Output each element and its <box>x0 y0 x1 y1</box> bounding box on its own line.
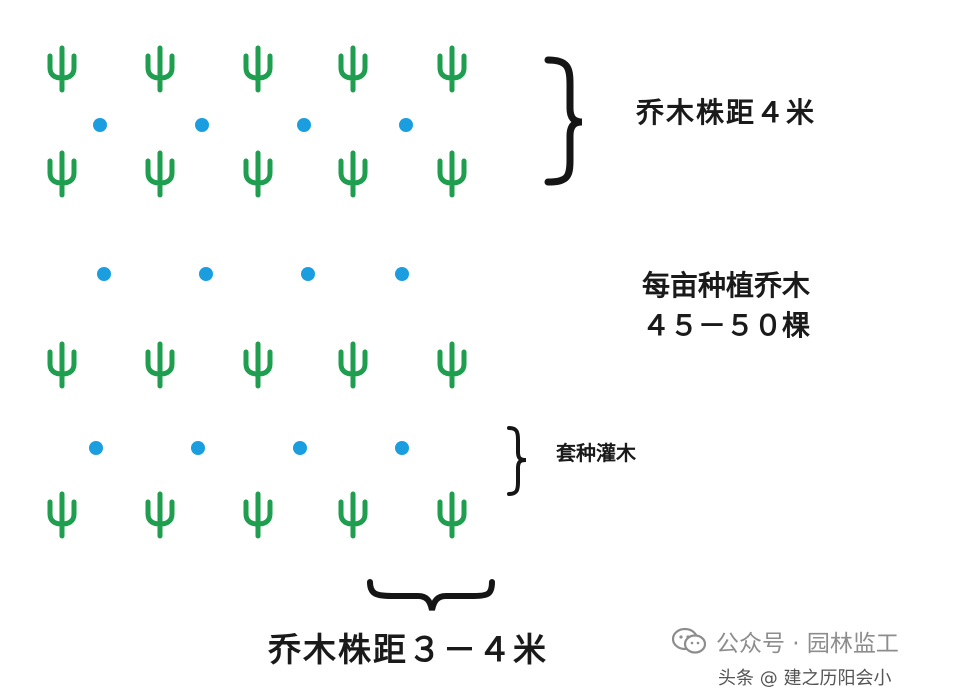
label-tree-spacing-4: 乔木株距４米 <box>636 96 817 129</box>
tree-icon <box>243 341 273 389</box>
shrub-dot <box>293 441 307 455</box>
watermark-subtext: 头条 @ 建之历阳会小 <box>718 668 892 689</box>
tree-icon <box>145 45 175 93</box>
tree-icon <box>47 45 77 93</box>
label-tree-spacing-3-4: 乔木株距３－４米 <box>268 630 548 669</box>
tree-icon <box>145 150 175 198</box>
shrub-dot <box>395 441 409 455</box>
brace-tree-spacing-3-4 <box>367 579 495 611</box>
shrub-dot <box>195 118 209 132</box>
tree-icon <box>338 491 368 539</box>
shrub-dot <box>199 267 213 281</box>
tree-icon <box>243 491 273 539</box>
label-trees-per-mu: 每亩种植乔木 ４５－５０棵 <box>626 266 826 346</box>
shrub-dot <box>297 118 311 132</box>
tree-icon <box>47 491 77 539</box>
label-trees-per-mu-line2: ４５－５０棵 <box>641 309 810 342</box>
tree-icon <box>338 341 368 389</box>
tree-icon <box>145 341 175 389</box>
brace-shrubs <box>507 426 527 496</box>
brace-tree-spacing-4 <box>544 56 583 186</box>
label-trees-per-mu-line1: 每亩种植乔木 <box>641 269 810 302</box>
shrub-dot <box>191 441 205 455</box>
wechat-icon <box>672 627 706 654</box>
tree-icon <box>145 491 175 539</box>
tree-icon <box>437 150 467 198</box>
tree-icon <box>243 150 273 198</box>
watermark-text: 公众号 · 园林监工 <box>716 631 899 657</box>
tree-icon <box>338 150 368 198</box>
shrub-dot <box>93 118 107 132</box>
shrub-dot <box>97 267 111 281</box>
tree-icon <box>47 150 77 198</box>
shrub-dot <box>399 118 413 132</box>
shrub-dot <box>301 267 315 281</box>
label-shrubs: 套种灌木 <box>556 441 636 465</box>
tree-icon <box>437 341 467 389</box>
shrub-dot <box>395 267 409 281</box>
tree-icon <box>338 45 368 93</box>
tree-icon <box>437 491 467 539</box>
tree-icon <box>243 45 273 93</box>
watermark: 公众号 · 园林监工 <box>672 624 899 658</box>
tree-icon <box>47 341 77 389</box>
tree-icon <box>437 45 467 93</box>
shrub-dot <box>89 441 103 455</box>
